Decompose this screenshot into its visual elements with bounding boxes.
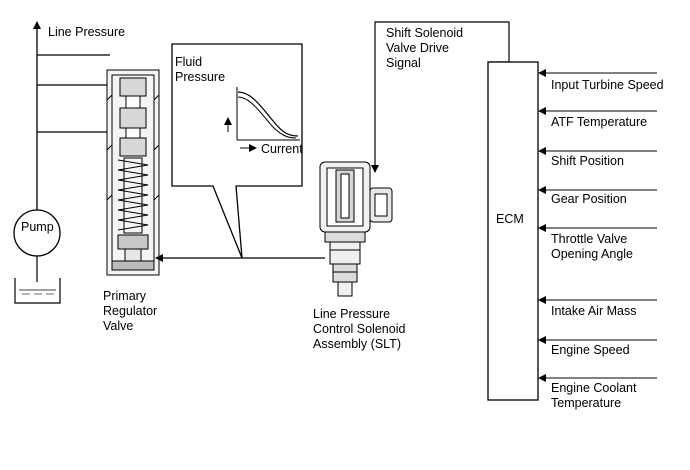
input-turbine-speed-label: Input Turbine Speed: [551, 78, 664, 92]
ecm-label: ECM: [496, 212, 524, 226]
gear-position-label: Gear Position: [551, 192, 627, 206]
shift-position-label: Shift Position: [551, 154, 624, 168]
primary-regulator-valve-label: Primary Regulator Valve: [103, 289, 158, 333]
intake-air-mass-label: Intake Air Mass: [551, 304, 637, 318]
ecm-input-arrows: [538, 69, 657, 382]
fluid-pressure-label: Fluid Pressure: [175, 55, 226, 84]
slt-label: Line Pressure Control Solenoid Assembly …: [313, 307, 406, 351]
shift-solenoid-signal-label: Shift Solenoid Valve Drive Signal: [386, 26, 464, 70]
throttle-valve-opening-angle-label: Throttle Valve Opening Angle: [551, 232, 634, 261]
pressure-current-graph: [224, 87, 300, 152]
atf-temperature-label: ATF Temperature: [551, 115, 648, 129]
primary-regulator-valve: [106, 69, 160, 276]
engine-speed-label: Engine Speed: [551, 343, 630, 357]
current-label: Current: [261, 142, 303, 156]
ecm-box: [487, 61, 539, 401]
fluid-pressure-callout: [171, 43, 303, 259]
slt-solenoid-assembly: [319, 161, 393, 297]
line-pressure-label: Line Pressure: [48, 25, 126, 39]
pump-label: Pump: [21, 220, 54, 234]
engine-coolant-temperature-label: Engine Coolant Temperature: [551, 381, 637, 410]
reservoir: [14, 278, 61, 304]
